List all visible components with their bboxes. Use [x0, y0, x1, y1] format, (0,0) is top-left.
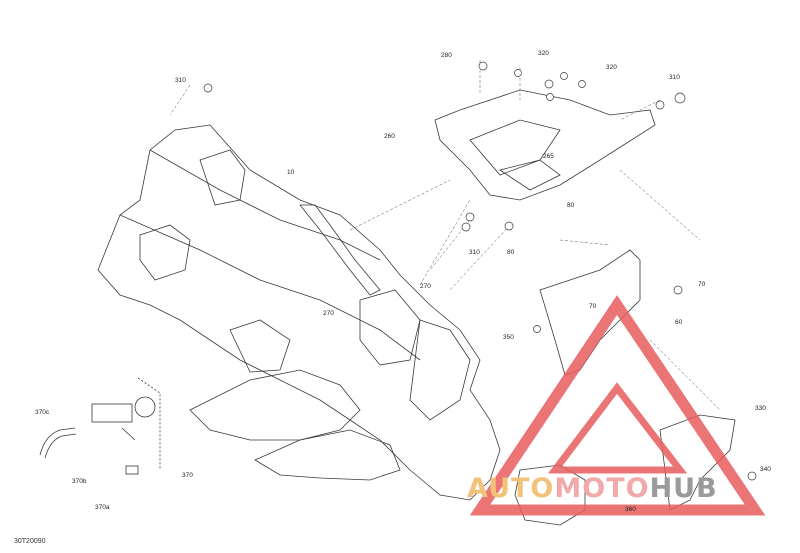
watermark-part2: MOTO — [554, 473, 650, 504]
part-label-340: 340 — [760, 466, 771, 473]
part-label-80a: 80 — [567, 202, 575, 209]
part-label-370: 370 — [182, 472, 193, 479]
watermark-text: AUTOMOTOHUB — [467, 473, 718, 504]
part-label-270a: 270 — [420, 283, 431, 290]
part-label-80b: 80 — [507, 249, 515, 256]
part-label-70b: 70 — [589, 303, 597, 310]
hitch-assembly — [39, 377, 161, 475]
part-label-370a: 370a — [95, 504, 110, 511]
part-label-360: 360 — [625, 506, 636, 513]
part-label-310c: 310 — [469, 249, 480, 256]
part-label-330: 330 — [755, 405, 766, 412]
part-label-270b: 270 — [323, 310, 334, 317]
part-label-280: 280 — [441, 52, 452, 59]
part-label-320a: 320 — [538, 50, 549, 57]
upper-crossmember — [434, 89, 656, 201]
part-label-370b: 370b — [72, 478, 87, 485]
main-frame — [97, 124, 501, 501]
image-code: 30T20090 — [14, 538, 46, 545]
watermark-triangle — [469, 295, 766, 516]
part-label-310b: 310 — [669, 74, 680, 81]
watermark-part1: AUTO — [467, 473, 555, 504]
fasteners — [203, 61, 757, 481]
part-label-260: 260 — [384, 133, 395, 140]
part-label-70a: 70 — [698, 281, 706, 288]
watermark-part3: HUB — [649, 473, 718, 504]
part-label-370c: 370c — [35, 409, 50, 416]
part-label-10: 10 — [287, 169, 295, 176]
part-label-350: 350 — [503, 334, 514, 341]
part-label-310a: 310 — [175, 77, 186, 84]
leader-lines — [169, 60, 721, 411]
part-label-265: 265 — [543, 153, 554, 160]
part-label-320b: 320 — [606, 64, 617, 71]
part-label-60: 60 — [675, 319, 683, 326]
